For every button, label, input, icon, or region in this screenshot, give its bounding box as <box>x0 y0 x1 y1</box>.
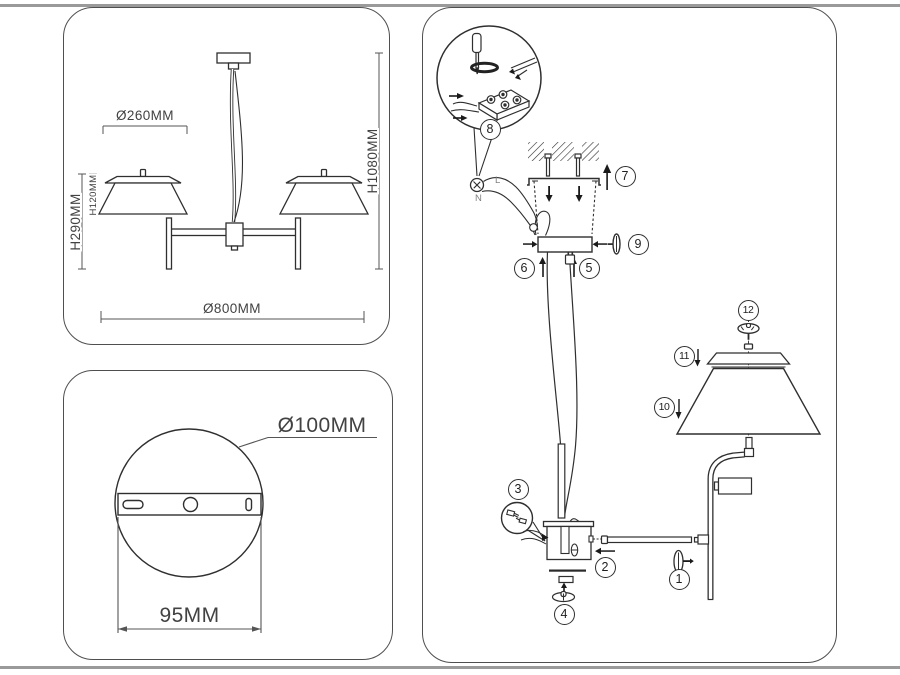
canopy-plate-drawing: Ø100MM 95MM <box>114 414 377 633</box>
step-badge-7: 7 <box>614 165 636 187</box>
assembly-exploded-drawing: L N <box>436 25 822 603</box>
lamp-socket-stem <box>745 436 753 450</box>
detail-balloon-wiring <box>436 25 542 177</box>
step10-arrow <box>675 399 682 419</box>
dimension-lines <box>117 436 377 633</box>
left-lampshade <box>97 168 189 215</box>
step-badge-8: 8 <box>479 118 501 140</box>
step7-arrow <box>603 164 612 190</box>
supply-wires <box>481 177 551 236</box>
step-badge-9: 9 <box>627 233 649 255</box>
hub-bottom-parts <box>549 569 586 603</box>
step-badge-2: 2 <box>594 556 616 578</box>
label-shade-diameter: Ø260MM <box>116 108 174 123</box>
ceiling-hatch <box>528 141 599 162</box>
suspension-cable <box>546 251 578 519</box>
right-lampshade <box>278 168 370 215</box>
ground-terminal <box>469 177 485 193</box>
step-badge-1: 1 <box>668 568 690 590</box>
step6-arrow <box>539 257 546 277</box>
label-overall-height: H1080MM <box>365 128 380 193</box>
suspension-rod <box>229 68 244 223</box>
wiring-direction-arrows <box>449 68 521 121</box>
label-plate-diameter: Ø100MM <box>278 414 367 437</box>
wires-into-terminal <box>450 57 538 113</box>
label-wire-live: L <box>495 175 500 186</box>
horizontal-arm-rod <box>600 535 693 545</box>
step-badge-5: 5 <box>578 257 600 279</box>
mounting-bracket-bar <box>117 492 262 516</box>
canopy-shell <box>532 180 598 235</box>
center-hole <box>182 496 199 513</box>
step-badge-3: 3 <box>507 478 529 500</box>
step-badge-4: 4 <box>553 603 575 625</box>
panel-assembly-instructions: L N <box>422 7 837 663</box>
page-frame-top-line <box>0 4 900 7</box>
ceiling-canopy <box>216 52 251 70</box>
central-hub <box>225 222 244 251</box>
washer-ring-icon <box>470 61 499 74</box>
step-badge-6: 6 <box>513 257 535 279</box>
label-fixture-width: Ø800MM <box>203 301 261 316</box>
label-bracket-width: 95MM <box>160 604 220 627</box>
step2-arrow <box>595 547 615 555</box>
mounting-bracket <box>527 153 601 186</box>
step-badge-12: 12 <box>737 299 759 321</box>
dimension-lines <box>78 52 383 323</box>
step-badge-11: 11 <box>673 345 695 367</box>
step-badge-10: 10 <box>653 396 675 418</box>
canopy-screw-arrows <box>545 186 583 202</box>
cord-plug <box>564 252 576 265</box>
arm-coupler <box>697 534 710 545</box>
label-wire-neutral: N <box>475 193 482 204</box>
lamp-arm <box>693 436 755 601</box>
left-slot <box>122 499 144 510</box>
finial-step12 <box>737 322 760 340</box>
central-hub <box>520 518 601 561</box>
label-shade-height: H120MM <box>88 175 99 216</box>
diffuser-step11 <box>706 352 791 368</box>
terminal-block-icon <box>477 89 531 122</box>
canopy-base-plate <box>537 236 593 253</box>
canopy-plate-circle <box>114 428 264 578</box>
right-slot <box>245 497 253 512</box>
dimension-arrows <box>118 626 261 632</box>
plate-side-arrows <box>523 241 607 248</box>
chandelier-dimension-drawing: Ø260MM H290MM H120MM H1080MM Ø800MM <box>66 52 383 323</box>
page-frame-bottom-line <box>0 666 900 669</box>
step9-side-screw <box>607 233 621 255</box>
socket-housing <box>717 477 753 495</box>
shade-spacer <box>743 343 754 350</box>
lampshade-step10 <box>675 367 822 435</box>
detail-balloon-connector <box>500 501 546 542</box>
step1-screw <box>673 549 694 574</box>
label-fixture-height: H290MM <box>68 193 83 250</box>
step11-arrow <box>694 349 701 367</box>
panel-canopy-dimensions: Ø100MM 95MM <box>63 370 393 660</box>
shade-stack <box>675 319 822 436</box>
panel-fixture-dimensions: Ø260MM H290MM H120MM H1080MM Ø800MM <box>63 7 390 345</box>
